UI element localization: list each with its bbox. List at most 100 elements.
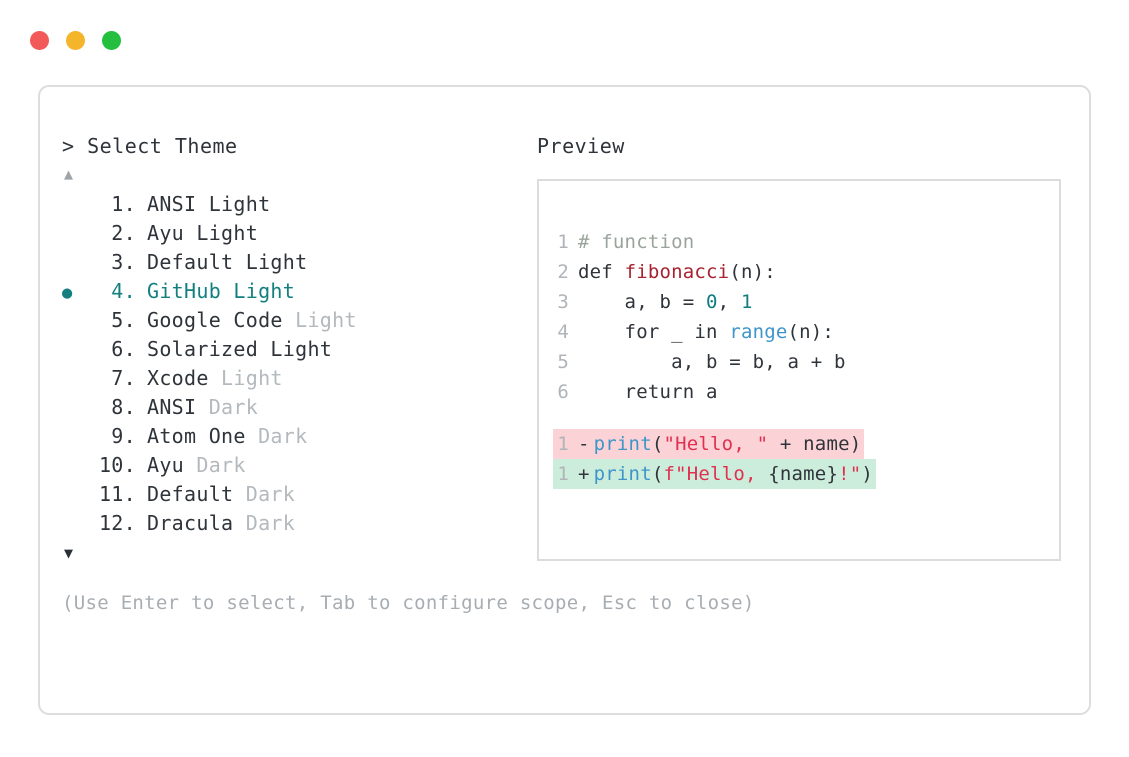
line-number: 6 — [557, 381, 569, 403]
code-token: a, b = — [578, 291, 707, 313]
code-token: ( — [651, 433, 664, 455]
theme-list-item[interactable]: 7. Xcode Light — [62, 364, 532, 393]
code-token: fibonacci — [624, 261, 730, 283]
code-token: return a — [578, 381, 718, 403]
theme-list-item[interactable]: 2. Ayu Light — [62, 219, 532, 248]
theme-list-item[interactable]: 12.Dracula Dark — [62, 509, 532, 538]
code-line-text: def fibonacci(n): — [578, 257, 776, 287]
code-line: 4 for _ in range(n): — [553, 317, 1059, 347]
code-token: a, b = b, a + b — [578, 351, 846, 373]
theme-item-number: 2. — [98, 221, 136, 245]
theme-item-variant: Light — [221, 279, 296, 303]
diff-line-text: print("Hello, " + name) — [594, 429, 862, 459]
scroll-up-icon[interactable]: ▲ — [64, 165, 74, 183]
theme-list-item[interactable]: 8. ANSI Dark — [62, 393, 532, 422]
theme-list-column: > Select Theme ▲ 1. ANSI Light 2. Ayu Ligh… — [62, 133, 755, 616]
theme-item-variant: Dark — [184, 453, 246, 477]
code-token: " — [849, 463, 862, 485]
diff-sign: - — [578, 433, 590, 455]
code-token: (n): — [729, 261, 776, 283]
theme-item-number: 8. — [98, 395, 136, 419]
theme-list-item[interactable]: ● 4.GitHub Light — [62, 277, 532, 306]
theme-item-number: 5. — [98, 308, 136, 332]
diff-added-line: 1 +print(f"Hello, {name}!") — [553, 459, 877, 489]
theme-list-item[interactable]: 5. Google Code Light — [62, 306, 532, 335]
theme-list[interactable]: 1. ANSI Light 2. Ayu Light 3. Default Light… — [62, 190, 532, 538]
theme-item-number: 7. — [98, 366, 136, 390]
theme-item-number: 1. — [98, 192, 136, 216]
theme-item-name: Ayu Dark — [147, 453, 246, 477]
theme-item-name: Xcode Light — [147, 366, 283, 390]
diff-sign: + — [578, 463, 590, 485]
diff-line-text: print(f"Hello, {name}!") — [594, 459, 873, 489]
code-token: "Hello, " — [663, 433, 769, 455]
code-token: ) — [861, 463, 874, 485]
code-token: print — [593, 463, 652, 485]
theme-item-name: Default Dark — [147, 482, 296, 506]
line-number: 4 — [557, 321, 569, 343]
theme-item-variant: Light — [282, 308, 357, 332]
diff-removed-line: 1-print("Hello, " + name) — [553, 429, 865, 459]
theme-item-name: ANSI Dark — [147, 395, 259, 419]
code-token: 0 — [706, 291, 718, 313]
theme-item-variant: Light — [233, 250, 308, 274]
prompt-label: > Select Theme — [62, 134, 238, 158]
code-token: print — [593, 433, 652, 455]
theme-item-variant: Light — [196, 192, 271, 216]
theme-item-number: 12. — [98, 511, 136, 535]
theme-item-name: Atom One Dark — [147, 424, 308, 448]
theme-item-number: 3. — [98, 250, 136, 274]
theme-item-variant: Light — [258, 337, 333, 361]
theme-item-name: Google Code Light — [147, 308, 357, 332]
code-token: , — [717, 291, 741, 313]
line-number: 3 — [557, 291, 569, 313]
code-token: + name — [768, 433, 850, 455]
theme-item-variant: Dark — [196, 395, 259, 419]
minimize-dot[interactable] — [66, 31, 85, 50]
window-titlebar — [30, 31, 121, 50]
code-line: 2 def fibonacci(n): — [553, 257, 1059, 287]
code-line-text: for _ in range(n): — [578, 317, 834, 347]
line-number: 1 — [557, 463, 569, 485]
keyboard-hint: (Use Enter to select, Tab to configure s… — [62, 592, 755, 614]
code-token: range — [729, 321, 788, 343]
theme-item-variant: Light — [184, 221, 259, 245]
theme-list-item[interactable]: 11. Default Dark — [62, 480, 532, 509]
theme-list-item[interactable]: 10. Ayu Dark — [62, 451, 532, 480]
selected-bullet-icon: ● — [62, 283, 73, 303]
theme-item-number: 11. — [98, 482, 136, 506]
diff-row: 1-print("Hello, " + name) — [553, 429, 1059, 459]
code-line-text: a, b = b, a + b — [578, 347, 846, 377]
theme-item-name: Default Light — [147, 250, 308, 274]
theme-list-item[interactable]: 3. Default Light — [62, 248, 532, 277]
theme-list-item[interactable]: 6.Solarized Light — [62, 335, 532, 364]
code-token: ! — [838, 463, 850, 485]
theme-item-variant: Dark — [233, 482, 296, 506]
theme-list-item[interactable]: 9.Atom One Dark — [62, 422, 532, 451]
theme-selector-panel: > Select Theme ▲ 1. ANSI Light 2. Ayu Ligh… — [38, 85, 1091, 715]
theme-item-name: ANSI Light — [147, 192, 271, 216]
code-token: 1 — [740, 291, 753, 313]
theme-item-number: 4. — [98, 279, 136, 303]
theme-item-number: 10. — [98, 453, 136, 477]
preview-title: Preview — [537, 134, 625, 158]
code-token: def — [578, 261, 625, 283]
code-token: for _ in — [578, 321, 730, 343]
code-line-text: # function — [578, 227, 694, 257]
code-token: (n): — [787, 321, 835, 343]
line-number: 2 — [557, 261, 569, 283]
code-token: {name} — [768, 463, 839, 485]
code-line: 6 return a — [553, 377, 1059, 407]
maximize-dot[interactable] — [102, 31, 121, 50]
scroll-down-icon[interactable]: ▼ — [64, 544, 74, 562]
code-line: 1# function — [553, 227, 1059, 257]
code-line-text: a, b = 0, 1 — [578, 287, 753, 317]
theme-item-name: Ayu Light — [147, 221, 259, 245]
close-dot[interactable] — [30, 31, 49, 50]
code-token: ( — [651, 463, 664, 485]
theme-list-item[interactable]: 1. ANSI Light — [62, 190, 532, 219]
code-line: 5 a, b = b, a + b — [553, 347, 1059, 377]
